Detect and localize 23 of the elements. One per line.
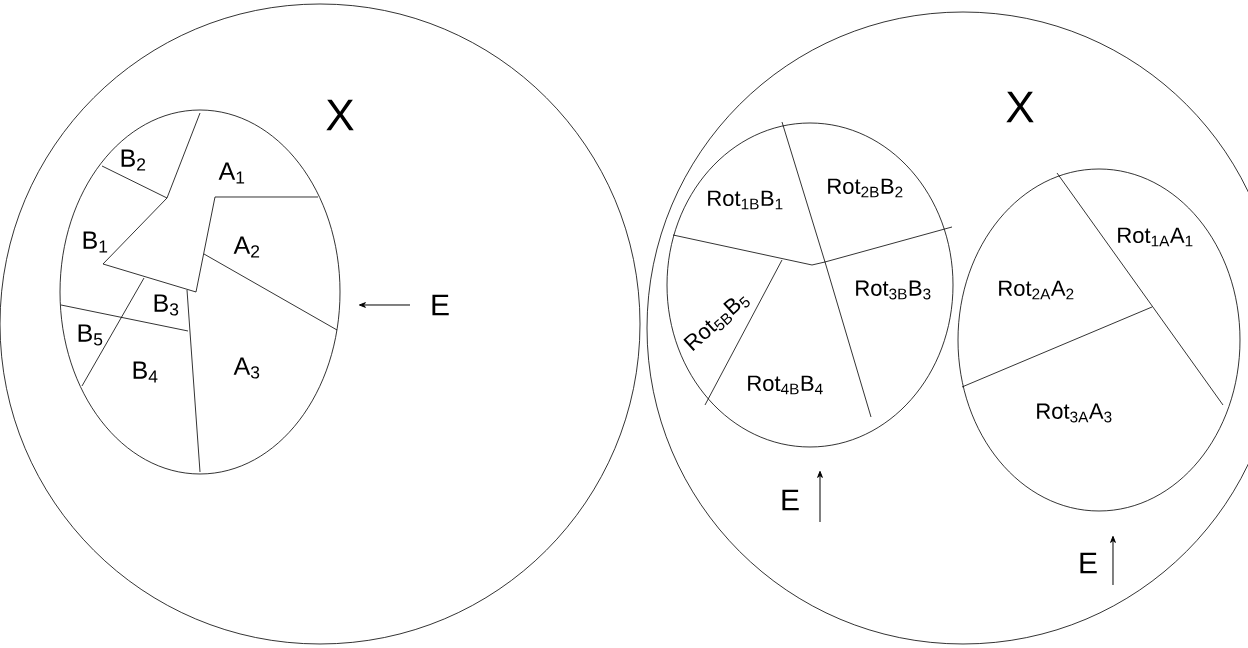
region-label: B$_{4}$: [133, 361, 158, 383]
subset-ellipse: [666, 122, 954, 448]
region-label: Rot$_{3A}$A$_{3}$: [1037, 403, 1112, 423]
set-label: X: [326, 99, 354, 131]
region-label: B$_{5}$: [78, 324, 103, 346]
field-label: E: [1080, 552, 1097, 574]
region-label: B$_{2}$: [121, 149, 146, 171]
region-label: Rot$_{2A}$A$_{2}$: [999, 280, 1074, 300]
region-label: A$_{3}$: [233, 357, 260, 379]
region-label: Rot$_{1B}$B$_{1}$: [708, 190, 783, 210]
region-label: Rot$_{4B}$B$_{4}$: [748, 375, 823, 395]
region-label: B$_{1}$: [83, 231, 108, 253]
region-label: A$_{1}$: [218, 162, 245, 184]
region-label: A$_{2}$: [233, 236, 260, 258]
region-label: Rot$_{2B}$B$_{2}$: [828, 178, 903, 198]
set-label: X: [1006, 91, 1034, 123]
field-label: E: [432, 294, 449, 316]
subset-ellipse: [957, 168, 1241, 512]
region-label: Rot$_{1A}$A$_{1}$: [1118, 227, 1193, 247]
region-label: Rot$_{3B}$B$_{3}$: [856, 280, 931, 300]
region-label: Rot$_{5B}$B$_{5}$: [683, 296, 750, 351]
region-label: B$_{3}$: [154, 294, 179, 316]
field-label: E: [782, 489, 799, 511]
